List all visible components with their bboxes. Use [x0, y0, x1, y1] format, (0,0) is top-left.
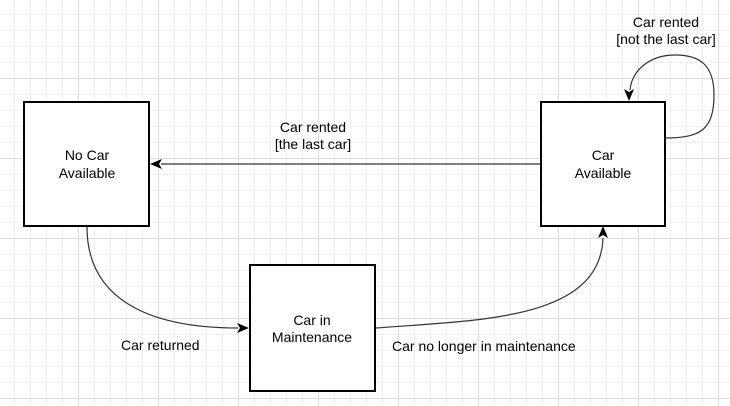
transition-car-returned[interactable]: Car returned — [86, 226, 249, 353]
transition-car-rented-not-last-car-arrowhead — [624, 89, 634, 101]
transition-car-rented-not-last-car[interactable]: Car rented [not the last car] — [616, 14, 716, 139]
state-car-available[interactable]: Car Available — [540, 101, 666, 227]
transition-car-no-longer-in-maintenance-arrowhead — [598, 226, 608, 238]
transition-car-rented-not-last-car-label-line1: Car rented — [633, 14, 699, 30]
transition-car-no-longer-in-maintenance-label: Car no longer in maintenance — [392, 338, 576, 354]
transition-car-rented-last-car[interactable]: Car rented [the last car] — [150, 119, 541, 169]
state-no-car-available-box — [23, 101, 150, 227]
state-no-car-available-label-line1: No Car — [65, 147, 110, 163]
transition-car-rented-last-car-label-line1: Car rented — [280, 119, 346, 135]
state-car-available-label-line1: Car — [592, 147, 615, 163]
transition-car-returned-arrowhead — [237, 323, 249, 333]
state-no-car-available[interactable]: No Car Available — [23, 101, 150, 227]
transition-car-rented-last-car-arrowhead — [150, 159, 162, 169]
transition-car-returned-label: Car returned — [121, 337, 200, 353]
transition-car-rented-not-last-car-loop — [629, 54, 715, 139]
transition-car-no-longer-in-maintenance-curve — [375, 237, 604, 329]
state-car-available-box — [540, 101, 666, 227]
state-car-available-label-line2: Available — [575, 165, 632, 181]
state-car-in-maintenance[interactable]: Car in Maintenance — [249, 264, 376, 392]
transition-car-rented-not-last-car-label-line2: [not the last car] — [616, 31, 716, 47]
transition-car-returned-curve — [86, 226, 239, 329]
state-car-in-maintenance-label-line1: Car in — [293, 312, 330, 328]
state-car-in-maintenance-box — [249, 264, 376, 392]
state-car-in-maintenance-label-line2: Maintenance — [272, 329, 352, 345]
transition-car-no-longer-in-maintenance[interactable]: Car no longer in maintenance — [375, 226, 608, 354]
transition-car-rented-last-car-label-line2: [the last car] — [275, 136, 351, 152]
state-no-car-available-label-line2: Available — [59, 165, 116, 181]
